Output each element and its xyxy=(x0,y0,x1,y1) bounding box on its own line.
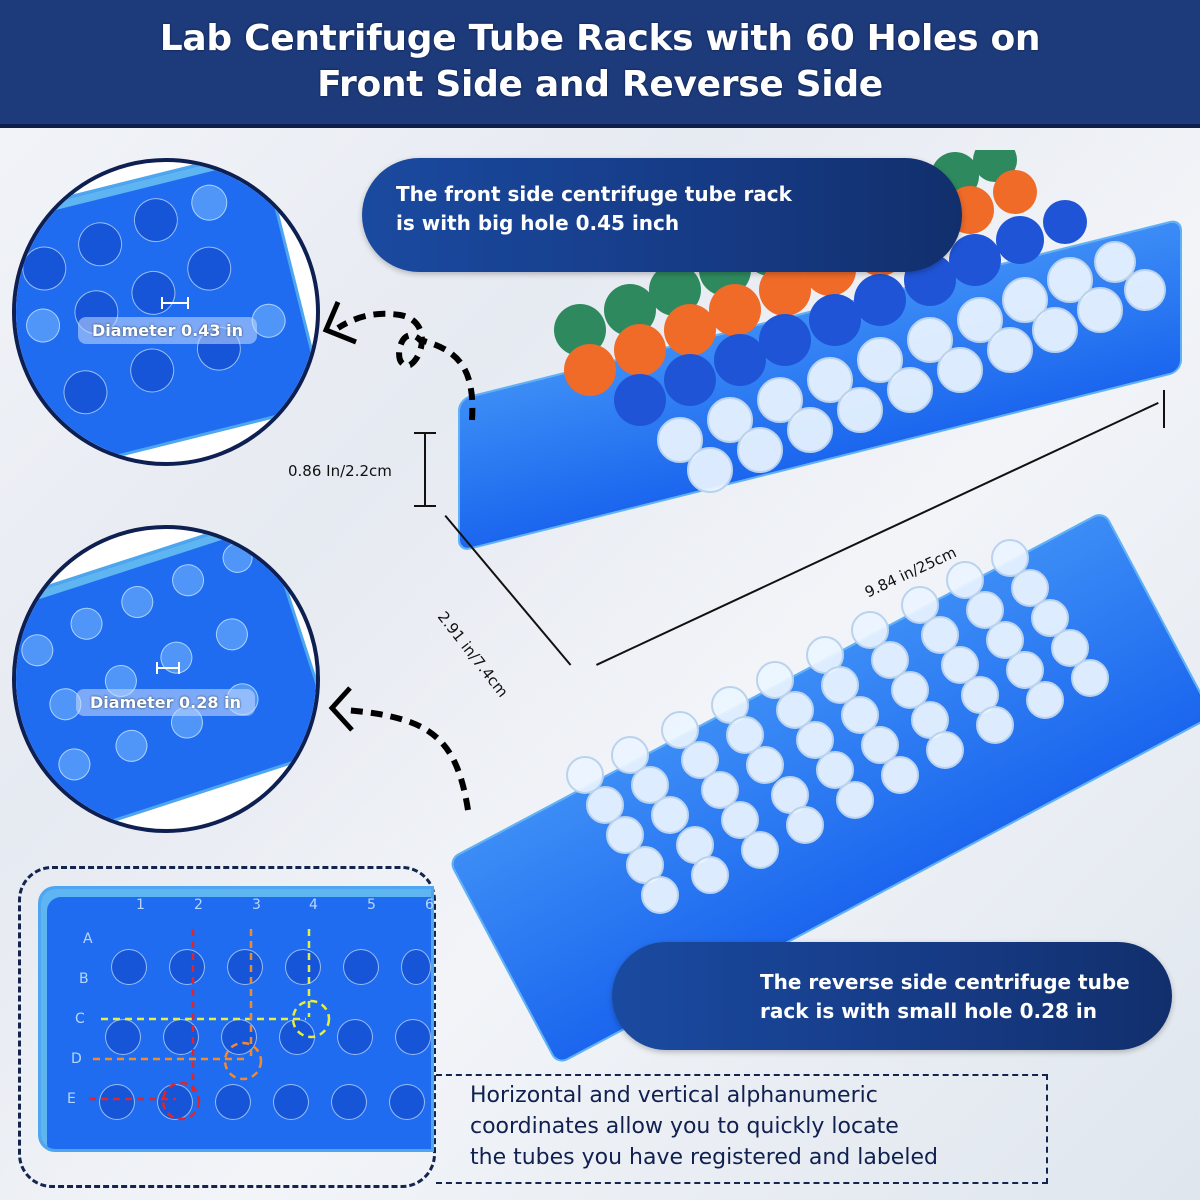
coordinate-description-frame xyxy=(436,1074,1048,1184)
front-side-callout: The front side centrifuge tube rack is w… xyxy=(362,158,962,272)
column-label: 4 xyxy=(309,897,318,913)
column-label: 6 xyxy=(425,897,434,913)
description-line-2: coordinates allow you to quickly locate xyxy=(470,1114,899,1139)
column-label: 5 xyxy=(367,897,376,913)
reverse-rack-image xyxy=(440,512,1200,1064)
rack-closeup-big xyxy=(16,162,316,462)
title-line-1: Lab Centrifuge Tube Racks with 60 Holes … xyxy=(159,18,1041,59)
header-banner: Lab Centrifuge Tube Racks with 60 Holes … xyxy=(0,0,1200,128)
front-callout-line-2: is with big hole 0.45 inch xyxy=(396,211,680,235)
row-label: D xyxy=(71,1051,82,1067)
reverse-side-callout: The reverse side centrifuge tube rack is… xyxy=(612,942,1172,1050)
rack-closeup-small xyxy=(16,529,316,829)
row-label: B xyxy=(79,971,89,987)
row-label: A xyxy=(83,931,93,947)
diameter-marker xyxy=(161,297,189,309)
column-label: 1 xyxy=(136,897,145,913)
column-label: 3 xyxy=(252,897,261,913)
height-dimension: 0.86 In/2.2cm xyxy=(288,462,392,480)
arrow-to-big-holes-icon xyxy=(322,301,476,421)
page-title: Lab Centrifuge Tube Racks with 60 Holes … xyxy=(159,16,1041,108)
height-dimension-line xyxy=(424,432,426,506)
diameter-label-big: Diameter 0.43 in xyxy=(78,317,257,344)
reverse-callout-line-2: rack is with small hole 0.28 in xyxy=(760,999,1097,1023)
coordinate-guide-lines xyxy=(89,929,331,1121)
description-line-1: Horizontal and vertical alphanumeric xyxy=(470,1083,878,1108)
title-line-2: Front Side and Reverse Side xyxy=(317,64,883,105)
arrow-to-small-holes-icon xyxy=(328,686,471,811)
row-label: E xyxy=(67,1091,76,1107)
coordinate-description: Horizontal and vertical alphanumeric coo… xyxy=(470,1080,938,1173)
front-callout-line-1: The front side centrifuge tube rack xyxy=(396,182,792,206)
description-line-3: the tubes you have registered and labele… xyxy=(470,1145,938,1170)
coordinate-closeup-frame: 1 2 3 4 5 6 A B C D E xyxy=(18,866,436,1188)
microtubes-illustration xyxy=(566,539,1109,914)
reverse-callout-line-1: The reverse side centrifuge tube xyxy=(760,970,1130,994)
diameter-label-small: Diameter 0.28 in xyxy=(76,689,255,716)
diameter-marker xyxy=(156,662,180,674)
zoom-circle-big-holes: Diameter 0.43 in xyxy=(12,158,320,466)
column-label: 2 xyxy=(194,897,203,913)
zoom-circle-small-holes: Diameter 0.28 in xyxy=(12,525,320,833)
row-label: C xyxy=(75,1011,85,1027)
